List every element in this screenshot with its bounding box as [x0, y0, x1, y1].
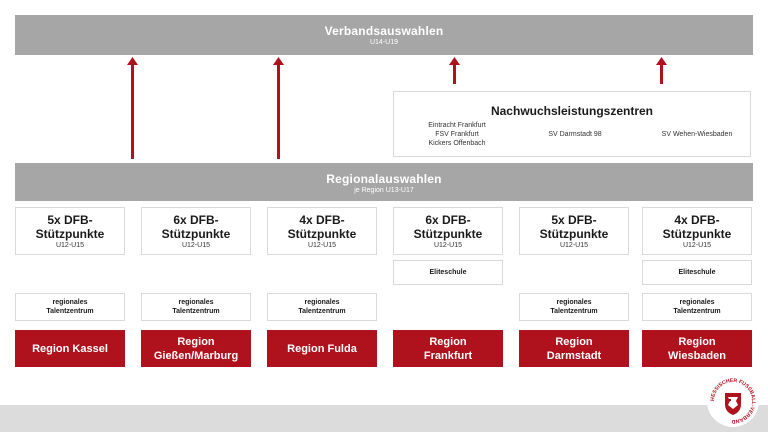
dfb-stuetzpunkte-box: 6x DFB- Stützpunkte U12-U15: [141, 207, 251, 255]
nlz-club-darmstadt: SV Darmstadt 98: [548, 131, 602, 138]
dfb-line2: Stützpunkte: [287, 227, 357, 241]
talent-line1: regionales: [52, 299, 88, 306]
dfb-line1: 4x DFB-: [299, 213, 345, 227]
arrow-up-icon: [127, 57, 138, 159]
verbandsauswahlen-title: Verbandsauswahlen: [324, 24, 444, 38]
regionalauswahlen-title: Regionalauswahlen: [326, 172, 442, 186]
dfb-line2: Stützpunkte: [539, 227, 609, 241]
dfb-stuetzpunkte-box: 4x DFB- Stützpunkte U12-U15: [267, 207, 377, 255]
dfb-age-range: U12-U15: [181, 242, 210, 249]
talent-line1: regionales: [679, 299, 715, 306]
talentzentrum-box: regionales Talentzentrum: [267, 293, 377, 321]
dfb-count-title: 5x DFB- Stützpunkte: [16, 213, 124, 241]
talent-line1: regionales: [178, 299, 214, 306]
region-giessen-marburg: Region Gießen/Marburg: [141, 330, 251, 367]
region-line1: Region: [429, 335, 467, 348]
region-line1: Region Kassel: [32, 342, 108, 355]
dfb-count-title: 4x DFB- Stützpunkte: [643, 213, 751, 241]
talent-line2: Talentzentrum: [172, 308, 220, 315]
dfb-stuetzpunkte-box: 5x DFB- Stützpunkte U12-U15: [519, 207, 629, 255]
dfb-line1: 6x DFB-: [173, 213, 219, 227]
dfb-count-title: 6x DFB- Stützpunkte: [394, 213, 502, 241]
talent-line1: regionales: [304, 299, 340, 306]
dfb-line1: 6x DFB-: [425, 213, 471, 227]
dfb-age-range: U12-U15: [433, 242, 462, 249]
region-darmstadt: Region Darmstadt: [519, 330, 629, 367]
eliteschule-label: Eliteschule: [429, 269, 467, 276]
region-line1: Region: [555, 335, 593, 348]
hfv-lion-crest-icon: HESSISCHER FUSSBALL-VERBAND: [707, 375, 759, 427]
dfb-line2: Stützpunkte: [662, 227, 732, 241]
nlz-clubs-frankfurt: Eintracht Frankfurt FSV Frankfurt Kicker…: [402, 121, 512, 148]
verbandsauswahlen-sub: U14-U19: [369, 39, 398, 46]
dfb-count-title: 4x DFB- Stützpunkte: [268, 213, 376, 241]
region-wiesbaden: Region Wiesbaden: [642, 330, 752, 367]
region-line2: Frankfurt: [423, 349, 473, 362]
region-line2: Wiesbaden: [668, 349, 726, 362]
talentzentrum-box: regionales Talentzentrum: [141, 293, 251, 321]
talent-line2: Talentzentrum: [550, 308, 598, 315]
arrow-up-icon: [449, 57, 460, 84]
arrow-up-icon: [656, 57, 667, 84]
dfb-age-range: U12-U15: [682, 242, 711, 249]
dfb-age-range: U12-U15: [307, 242, 336, 249]
dfb-line2: Stützpunkte: [35, 227, 105, 241]
nlz-title: Nachwuchsleistungszentren: [490, 104, 654, 118]
talentzentrum-box: regionales Talentzentrum: [642, 293, 752, 321]
dfb-line1: 4x DFB-: [674, 213, 720, 227]
dfb-line1: 5x DFB-: [47, 213, 93, 227]
talent-line1: regionales: [556, 299, 592, 306]
talent-line2: Talentzentrum: [46, 308, 94, 315]
region-line2: Darmstadt: [546, 349, 602, 362]
nlz-club-fsv: FSV Frankfurt: [435, 131, 479, 138]
dfb-age-range: U12-U15: [55, 242, 84, 249]
dfb-line1: 5x DFB-: [551, 213, 597, 227]
dfb-count-title: 5x DFB- Stützpunkte: [520, 213, 628, 241]
regionalauswahlen-bar: Regionalauswahlen je Region U13-U17: [15, 163, 753, 201]
dfb-age-range: U12-U15: [559, 242, 588, 249]
nlz-club-wiesbaden: SV Wehen-Wiesbaden: [661, 131, 733, 138]
nlz-club-kickers: Kickers Offenbach: [428, 140, 486, 147]
dfb-line2: Stützpunkte: [413, 227, 483, 241]
eliteschule-box: Eliteschule: [642, 260, 752, 285]
region-fulda: Region Fulda: [267, 330, 377, 367]
talent-line2: Talentzentrum: [673, 308, 721, 315]
dfb-stuetzpunkte-box: 6x DFB- Stützpunkte U12-U15: [393, 207, 503, 255]
region-line2: Gießen/Marburg: [153, 349, 239, 362]
arrows-layer: [127, 57, 667, 159]
regionalauswahlen-sub: je Region U13-U17: [354, 187, 414, 194]
nlz-club-eintracht: Eintracht Frankfurt: [428, 122, 486, 129]
talent-line2: Talentzentrum: [298, 308, 346, 315]
footer-bar: [0, 405, 768, 432]
region-frankfurt: Region Frankfurt: [393, 330, 503, 367]
region-line1: Region: [177, 335, 215, 348]
eliteschule-box: Eliteschule: [393, 260, 503, 285]
verbandsauswahlen-bar: Verbandsauswahlen U14-U19: [15, 15, 753, 55]
talentzentrum-box: regionales Talentzentrum: [519, 293, 629, 321]
dfb-stuetzpunkte-box: 4x DFB- Stützpunkte U12-U15: [642, 207, 752, 255]
region-line1: Region: [678, 335, 716, 348]
dfb-count-title: 6x DFB- Stützpunkte: [142, 213, 250, 241]
eliteschule-label: Eliteschule: [678, 269, 716, 276]
dfb-stuetzpunkte-box: 5x DFB- Stützpunkte U12-U15: [15, 207, 125, 255]
arrow-up-icon: [273, 57, 284, 159]
region-kassel: Region Kassel: [15, 330, 125, 367]
nachwuchsleistungszentren-box: Nachwuchsleistungszentren Eintracht Fran…: [393, 91, 751, 157]
talentzentrum-box: regionales Talentzentrum: [15, 293, 125, 321]
region-line1: Region Fulda: [287, 342, 357, 355]
dfb-line2: Stützpunkte: [161, 227, 231, 241]
